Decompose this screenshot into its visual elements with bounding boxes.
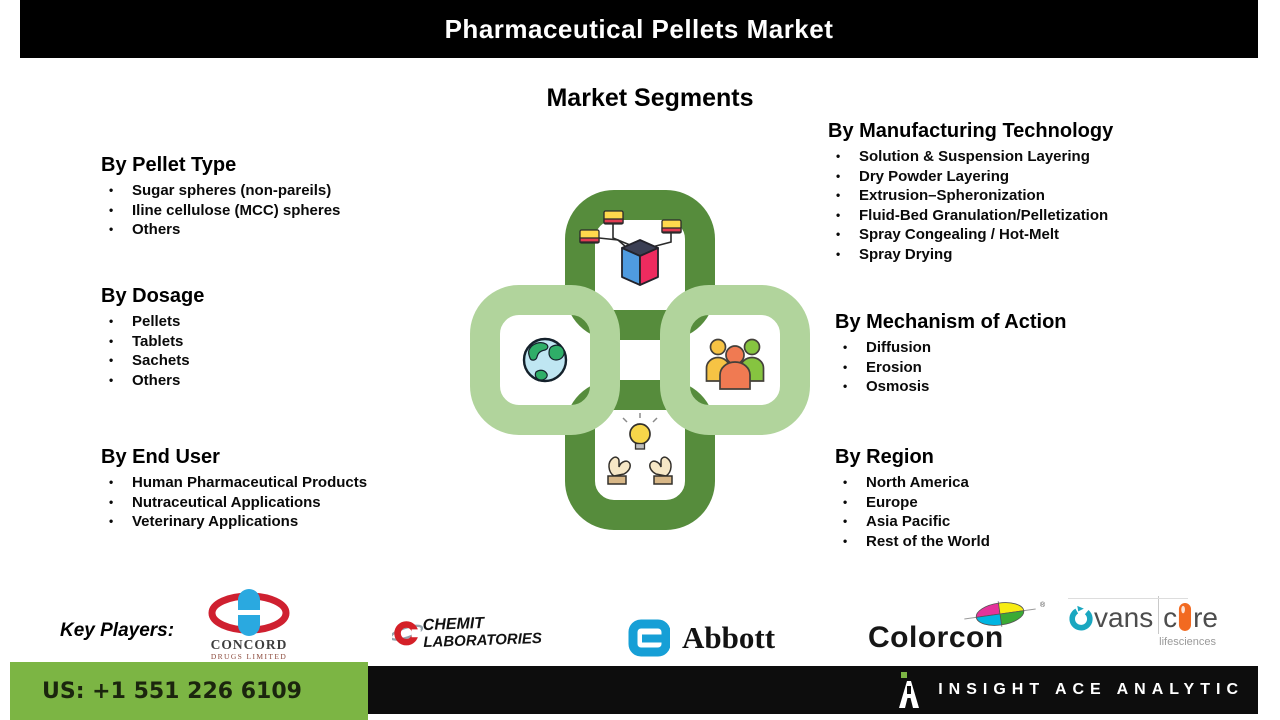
segment-item: Diffusion [835,338,1195,358]
segment-list: Sugar spheres (non-pareils)Iline cellulo… [101,181,461,240]
guide-line [1068,598,1188,599]
key-players-label: Key Players: [60,620,175,641]
segment-item: Dry Powder Layering [828,167,1188,187]
abbott-a-icon [628,619,670,657]
avanscure-tagline: lifesciences [1159,636,1216,648]
avanscure-text: vans [1094,602,1154,633]
segment-item: Human Pharmaceutical Products [101,473,461,493]
avanscure-text: re [1193,602,1218,633]
segment-list: PelletsTabletsSachetsOthers [101,312,461,390]
segment-by-pellet-type: By Pellet Type Sugar spheres (non-pareil… [101,152,461,240]
abbott-wordmark: Abbott [682,620,776,655]
avanscure-capsule-icon [1179,603,1192,631]
title-bar: Pharmaceutical Pellets Market [20,0,1258,58]
segment-heading: By End User [101,446,220,468]
segment-item: Fluid-Bed Granulation/Pelletization [828,206,1188,226]
logo-abbott: Abbott [628,615,793,661]
chemit-c-icon [392,621,424,646]
segment-heading: By Dosage [101,285,205,307]
segment-item: Spray Drying [828,245,1188,265]
divider-line [1158,596,1160,634]
chain-link-bottom [565,380,715,530]
colorcon-wordmark: Colorcon [868,621,1004,654]
segment-list: DiffusionErosionOsmosis [835,338,1195,397]
segment-item: Iline cellulose (MCC) spheres [101,201,461,221]
chain-link-right [660,285,810,435]
page-title: Pharmaceutical Pellets Market [444,13,834,44]
segment-item: Tablets [101,332,461,352]
segment-item: Nutraceutical Applications [101,493,461,513]
people-group-icon [705,338,765,390]
logo-colorcon: ® Colorcon [868,597,1046,659]
segment-list: Human Pharmaceutical ProductsNutraceutic… [101,473,461,532]
segment-heading: By Manufacturing Technology [828,120,1114,142]
subtitle: Market Segments [546,84,754,112]
logo-chemit: CHEMIT LABORATORIES [392,601,543,663]
segment-heading: By Pellet Type [101,154,237,176]
footer-phone-bar: US: +1 551 226 6109 [10,662,368,720]
segment-item: Europe [835,493,1195,513]
chemit-wordmark: CHEMIT LABORATORIES [422,614,543,651]
insight-ace-logo-icon [899,672,920,708]
segment-by-mechanism-of-action: By Mechanism of Action DiffusionErosionO… [835,309,1195,397]
segment-item: Asia Pacific [835,512,1195,532]
footer-brand-bar: INSIGHT ACE ANALYTIC [368,666,1258,714]
segment-list: North AmericaEuropeAsia PacificRest of t… [835,473,1195,551]
segment-item: Solution & Suspension Layering [828,147,1188,167]
segment-item: Sugar spheres (non-pareils) [101,181,461,201]
globe-icon [522,337,568,383]
avanscure-a-icon [1069,605,1093,631]
segment-list: Solution & Suspension LayeringDry Powder… [828,147,1188,264]
product-cube-icon [579,210,682,286]
chain-link-top [565,190,715,340]
phone-number: US: +1 551 226 6109 [42,678,302,704]
segment-item: North America [835,473,1195,493]
segment-item: Erosion [835,358,1195,378]
svg-text:DRUGS LIMITED: DRUGS LIMITED [211,652,287,661]
segment-heading: By Region [835,446,934,468]
segment-item: Extrusion–Spheronization [828,186,1188,206]
hands-lightbulb-icon [607,413,673,485]
segment-item: Pellets [101,312,461,332]
segment-item: Osmosis [835,377,1195,397]
logo-avanscure: vans c re lifesciences [1068,596,1218,658]
logo-concord: CONCORD DRUGS LIMITED [203,586,295,662]
segment-item: Rest of the World [835,532,1195,552]
svg-text:®: ® [1040,601,1046,609]
avanscure-wordmark: vans c re [1068,596,1218,634]
segment-heading: By Mechanism of Action [835,311,1067,333]
segment-item: Others [101,220,461,240]
svg-text:CONCORD: CONCORD [211,637,288,652]
chain-link-left [470,285,620,435]
brand-name: INSIGHT ACE ANALYTIC [938,681,1244,698]
chain-links-graphic [470,190,810,530]
colorcon-ellipse-icon: ® [964,601,1046,627]
concord-capsule-icon: CONCORD DRUGS LIMITED [208,589,290,661]
segment-by-region: By Region North AmericaEuropeAsia Pacifi… [835,444,1195,551]
segment-item: Spray Congealing / Hot-Melt [828,225,1188,245]
avanscure-text: c [1163,602,1178,633]
segment-item: Veterinary Applications [101,512,461,532]
segment-by-dosage: By Dosage PelletsTabletsSachetsOthers [101,283,461,390]
segment-item: Others [101,371,461,391]
segment-by-manufacturing-technology: By Manufacturing Technology Solution & S… [828,118,1188,264]
segment-item: Sachets [101,351,461,371]
segment-by-end-user: By End User Human Pharmaceutical Product… [101,444,461,532]
